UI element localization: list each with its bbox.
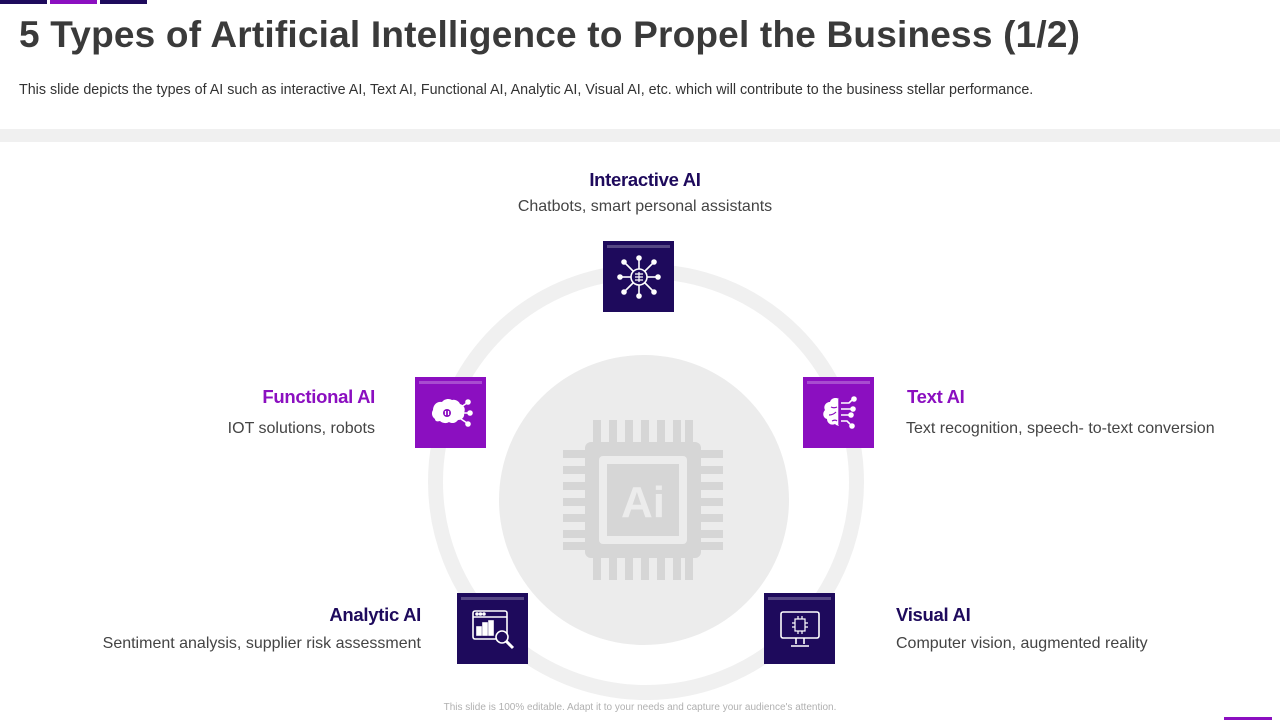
- slide-title: 5 Types of Artificial Intelligence to Pr…: [19, 14, 1081, 55]
- circuit-head-icon: [431, 398, 473, 427]
- slide-footer-note: This slide is 100% editable. Adapt it to…: [443, 702, 837, 713]
- text-ai-tile: [803, 377, 874, 448]
- interactive-ai-desc: Chatbots, smart personal assistants: [517, 198, 773, 215]
- functional-ai-title: Functional AI: [262, 386, 375, 407]
- visual-ai-tile: [764, 593, 835, 664]
- top-accent-bar: [100, 0, 147, 4]
- analytic-ai-desc: Sentiment analysis, supplier risk assess…: [102, 635, 421, 652]
- monitor-chip-icon: [779, 610, 820, 647]
- text-ai-title: Text AI: [907, 386, 965, 407]
- visual-ai-desc: Computer vision, augmented reality: [896, 635, 1148, 652]
- brain-network-icon: [616, 254, 661, 299]
- slide-subtitle: This slide depicts the types of AI such …: [19, 82, 1034, 98]
- visual-ai-title: Visual AI: [896, 604, 971, 625]
- divider-band: [0, 129, 1280, 142]
- chip-ai-label: Ai: [621, 478, 665, 527]
- brain-circuit-icon: [822, 395, 857, 429]
- analytic-ai-title: Analytic AI: [329, 604, 421, 625]
- analytic-ai-tile: [457, 593, 528, 664]
- functional-ai-desc: IOT solutions, robots: [227, 420, 375, 437]
- bottom-accent-bar: [1224, 717, 1272, 720]
- interactive-ai-tile: [603, 241, 674, 312]
- top-accent-bar: [50, 0, 97, 4]
- top-accent-bar: [0, 0, 47, 4]
- ai-chip-icon: Ai: [563, 420, 723, 580]
- interactive-ai-title: Interactive AI: [589, 169, 701, 190]
- functional-ai-tile: [415, 377, 486, 448]
- dashboard-magnifier-icon: [471, 609, 514, 649]
- text-ai-desc: Text recognition, speech- to-text conver…: [906, 420, 1215, 437]
